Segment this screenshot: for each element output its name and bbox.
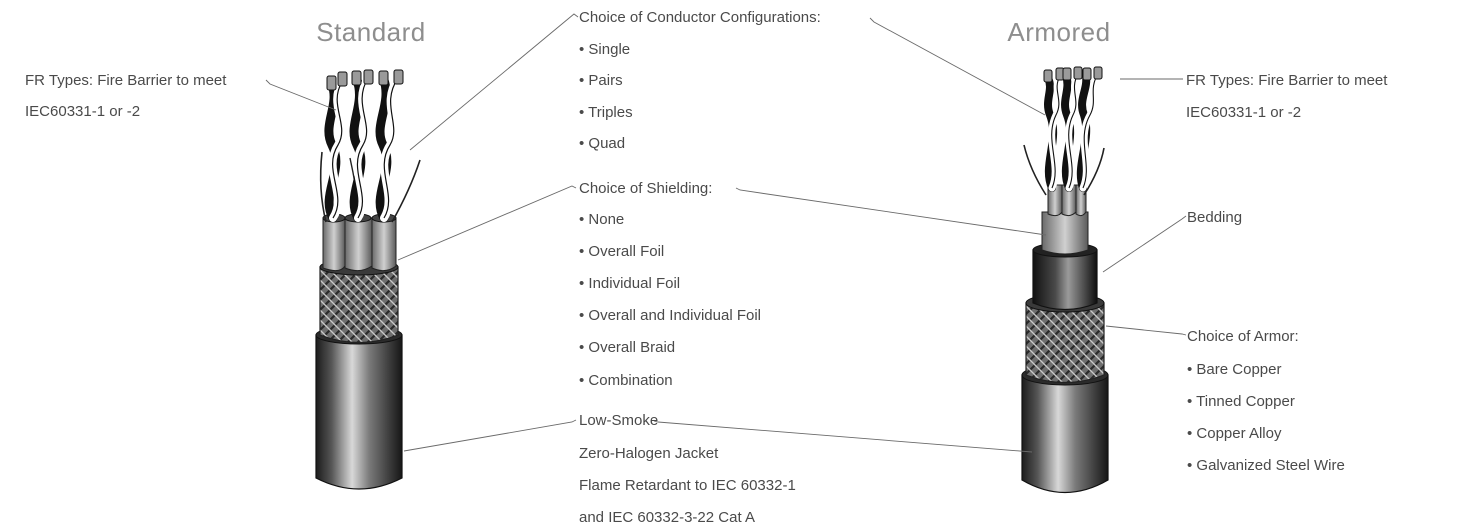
leader-conductors-arm bbox=[869, 17, 1046, 116]
shielding-item-overall-foil: • Overall Foil bbox=[579, 243, 664, 260]
jacket-line-4: and IEC 60332-3-22 Cat A bbox=[579, 509, 755, 526]
standard-cable-illustration bbox=[315, 69, 421, 490]
jacket-line-1: Low-Smoke bbox=[579, 412, 658, 429]
armor-item-tinned-copper: • Tinned Copper bbox=[1187, 393, 1295, 410]
armored-jacket-layer bbox=[1021, 364, 1109, 494]
conductor-item-quad: • Quad bbox=[579, 135, 625, 152]
std-fr-types-line1: FR Types: Fire Barrier to meet bbox=[25, 72, 227, 89]
jacket-line-3: Flame Retardant to IEC 60332-1 bbox=[579, 477, 796, 494]
standard-twisted-conductors bbox=[324, 69, 404, 223]
standard-foil-shields bbox=[322, 213, 397, 272]
armored-drain-wires bbox=[1023, 144, 1105, 196]
leader-jacket-std bbox=[403, 419, 577, 452]
std-fr-types-line2: IEC60331-1 or -2 bbox=[25, 103, 140, 120]
armored-foil-shields bbox=[1041, 184, 1089, 255]
bedding-label: Bedding bbox=[1187, 209, 1242, 226]
standard-jacket-layer bbox=[315, 325, 403, 490]
leader-bedding bbox=[1102, 215, 1187, 273]
leader-conductors-std bbox=[409, 13, 579, 151]
armor-heading: Choice of Armor: bbox=[1187, 328, 1299, 345]
leader-shielding-arm bbox=[735, 187, 1047, 236]
shielding-item-overall-braid: • Overall Braid bbox=[579, 339, 675, 356]
armored-twisted-conductors bbox=[1043, 66, 1103, 192]
leader-shielding-std bbox=[397, 185, 577, 261]
arm-fr-types-line1: FR Types: Fire Barrier to meet bbox=[1186, 72, 1388, 89]
standard-braid-layer bbox=[319, 258, 399, 344]
conductor-item-pairs: • Pairs bbox=[579, 72, 623, 89]
leader-lines bbox=[265, 13, 1187, 453]
armored-title: Armored bbox=[1007, 17, 1110, 47]
leader-jacket-arm bbox=[653, 420, 1033, 453]
shielding-heading: Choice of Shielding: bbox=[579, 180, 712, 197]
conductor-config-heading: Choice of Conductor Configurations: bbox=[579, 9, 821, 26]
arm-fr-types-line2: IEC60331-1 or -2 bbox=[1186, 104, 1301, 121]
shielding-item-combination: • Combination bbox=[579, 372, 673, 389]
shielding-item-none: • None bbox=[579, 211, 624, 228]
armor-item-copper-alloy: • Copper Alloy bbox=[1187, 425, 1282, 442]
shielding-item-overall-individual-foil: • Overall and Individual Foil bbox=[579, 307, 761, 324]
armor-item-bare-copper: • Bare Copper bbox=[1187, 361, 1281, 378]
shielding-item-individual-foil: • Individual Foil bbox=[579, 275, 680, 292]
armored-cable-illustration bbox=[1021, 66, 1109, 494]
conductor-item-single: • Single bbox=[579, 41, 630, 58]
leader-std-fr bbox=[265, 79, 337, 111]
jacket-line-2: Zero-Halogen Jacket bbox=[579, 445, 719, 462]
leader-armor bbox=[1105, 325, 1187, 336]
armor-item-galvanized-steel-wire: • Galvanized Steel Wire bbox=[1187, 457, 1345, 474]
standard-title: Standard bbox=[316, 17, 426, 47]
conductor-item-triples: • Triples bbox=[579, 104, 633, 121]
